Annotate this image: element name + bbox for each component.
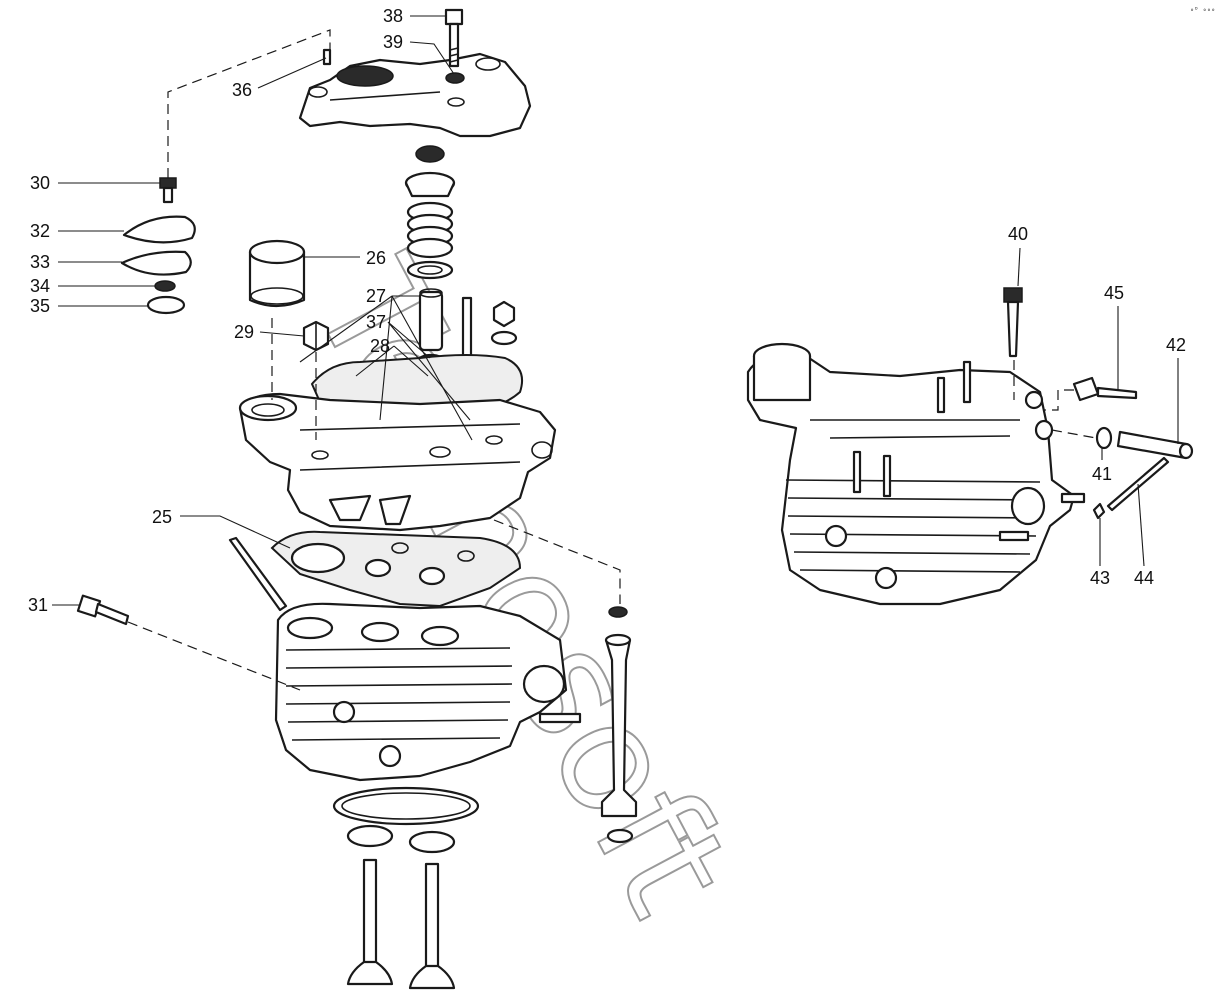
callout-36: 36 [232, 80, 252, 100]
pin-42 [1116, 430, 1194, 460]
pushrod-tube [600, 606, 638, 844]
callout-41: 41 [1092, 464, 1112, 484]
callout-32: 32 [30, 221, 50, 241]
callout-42: 42 [1166, 335, 1186, 355]
assembled-head-right [746, 342, 1086, 606]
callout-37: 37 [366, 312, 386, 332]
washer-35 [146, 295, 186, 315]
stud-31 [76, 594, 130, 626]
corner-mark: ∘ᴰ ∘∘∘ [1190, 6, 1215, 14]
callout-30: 30 [30, 173, 50, 193]
callout-39: 39 [383, 32, 403, 52]
callout-43: 43 [1090, 568, 1110, 588]
callout-31: 31 [28, 595, 48, 615]
pin-36 [322, 48, 332, 66]
cover-plate-32 [122, 215, 196, 244]
nut-29 [302, 320, 330, 352]
clip-43 [1092, 502, 1106, 520]
head-gasket-25 [270, 530, 522, 608]
callout-40: 40 [1008, 224, 1028, 244]
leader-lines [52, 15, 1179, 606]
bolt-30 [159, 177, 177, 204]
callout-26: 26 [366, 248, 386, 268]
washer-34 [154, 280, 176, 292]
valve-washer-left [346, 824, 394, 848]
seal-ring-41 [1095, 426, 1113, 450]
valve-washer-right [408, 830, 456, 854]
cap-screw-38 [444, 8, 464, 68]
callout-38: 38 [383, 6, 403, 26]
o-ring [332, 786, 480, 826]
valve-guide-27 [418, 288, 444, 352]
cylinder-head-lower [274, 602, 582, 782]
callout-35: 35 [30, 296, 50, 316]
valve-spring-set [404, 145, 456, 280]
rocker-cover [298, 52, 532, 138]
callout-27: 27 [366, 286, 386, 306]
valve-right [408, 862, 456, 990]
cylinder-head-upper [238, 392, 557, 532]
assembly-line-fitting [1044, 389, 1074, 411]
stud-upper [461, 296, 518, 394]
callout-28: 28 [370, 336, 390, 356]
tappet-sleeve-26 [248, 239, 306, 308]
callout-25: 25 [152, 507, 172, 527]
callout-45: 45 [1104, 283, 1124, 303]
callout-33: 33 [30, 252, 50, 272]
washer-39 [445, 72, 465, 84]
gasket-33 [120, 250, 192, 276]
assembly-line-tube [493, 519, 621, 604]
valve-left [346, 858, 394, 986]
fitting-45 [1072, 376, 1138, 402]
screw-40 [1003, 287, 1023, 358]
long-stud [228, 536, 288, 612]
callout-labels: 38 39 36 30 32 33 34 35 26 29 27 37 28 2… [28, 6, 1186, 615]
callout-34: 34 [30, 276, 50, 296]
callout-44: 44 [1134, 568, 1154, 588]
assembly-line-stud [127, 621, 301, 691]
callout-29: 29 [234, 322, 254, 342]
assembly-line-seal [1051, 429, 1097, 439]
